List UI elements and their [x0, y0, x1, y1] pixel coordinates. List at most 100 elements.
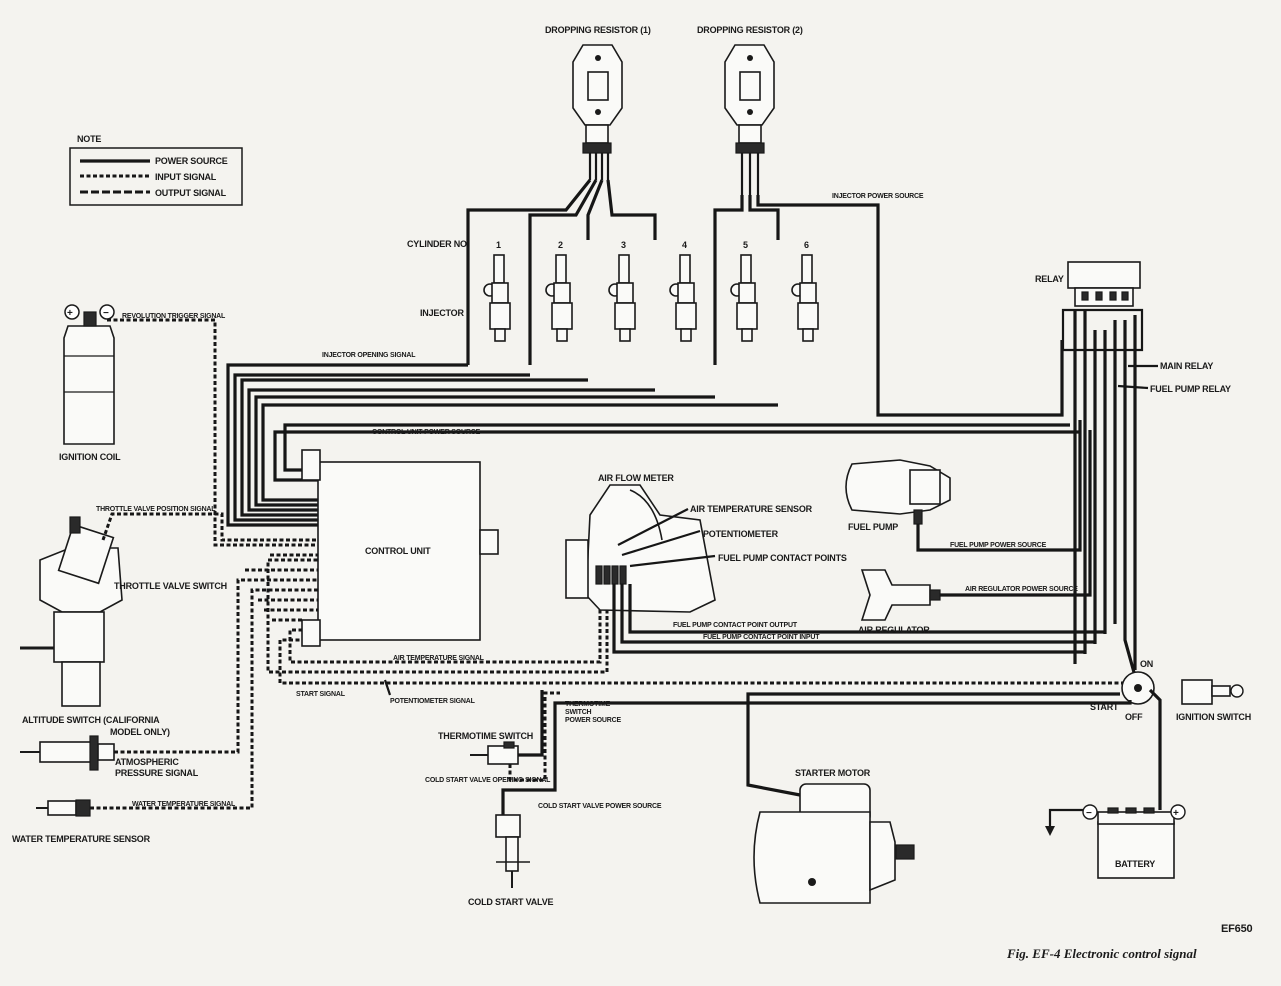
cold-start-valve-label: COLD START VALVE: [468, 897, 553, 907]
water-temp-wire: [90, 588, 318, 810]
injector-4: 4: [669, 240, 697, 342]
air-flow-meter-wires: FUEL PUMP CONTACT POINT OUTPUT FUEL PUMP…: [612, 584, 1105, 654]
main-relay-label: MAIN RELAY: [1160, 361, 1213, 371]
relay-bundle: [1073, 310, 1137, 677]
dropping-resistor-2: DROPPING RESISTOR (2): [697, 25, 803, 195]
cylinder-number-6: 6: [804, 240, 809, 250]
cylinder-no-label: CYLINDER NO: [407, 239, 467, 249]
throttle-valve-switch-label: THROTTLE VALVE SWITCH: [114, 581, 227, 591]
cold-start-power-label: COLD START VALVE POWER SOURCE: [538, 803, 662, 810]
figure-code: EF650: [1221, 923, 1252, 935]
thermotime-feed-wire: [518, 690, 544, 757]
injector-3: 3: [608, 240, 636, 342]
cold-start-opening-wire: [508, 691, 560, 782]
air-regulator-power-label: AIR REGULATOR POWER SOURCE: [965, 586, 1078, 593]
altitude-switch-label-1: ALTITUDE SWITCH (CALIFORNIA: [22, 715, 160, 725]
cylinder-number-1: 1: [496, 240, 501, 250]
throttle-position-label: THROTTLE VALVE POSITION SIGNAL: [96, 506, 216, 513]
atmospheric-label-1: ATMOSPHERIC: [115, 757, 179, 767]
control-unit: CONTROL UNIT: [301, 449, 499, 647]
throttle-signal-wire: [101, 512, 318, 542]
battery-plus-icon: +: [1173, 808, 1179, 819]
fuel-pump-contact-points-label: FUEL PUMP CONTACT POINTS: [718, 553, 847, 563]
legend-power-label: POWER SOURCE: [155, 156, 228, 166]
dropping-resistor-1-label: DROPPING RESISTOR (1): [545, 25, 651, 35]
injector-1: 1: [483, 240, 511, 342]
control-unit-input-dashes: [245, 553, 318, 622]
lower-signals: AIR TEMPERATURE SIGNAL START SIGNAL POTE…: [266, 558, 1125, 705]
revolution-trigger-label: REVOLUTION TRIGGER SIGNAL: [122, 313, 226, 320]
legend: NOTE POWER SOURCE INPUT SIGNAL OUTPUT SI…: [69, 134, 243, 206]
fp-contact-output-label: FUEL PUMP CONTACT POINT OUTPUT: [673, 622, 798, 629]
control-unit-label: CONTROL UNIT: [365, 546, 431, 556]
potentiometer-signal-label: POTENTIOMETER SIGNAL: [390, 698, 476, 705]
ignition-off-label: OFF: [1125, 712, 1143, 722]
thermotime-power-label-2: SWITCH: [565, 709, 592, 716]
battery: BATTERY − +: [1045, 804, 1186, 879]
water-temp-sensor-label: WATER TEMPERATURE SENSOR: [12, 834, 151, 844]
injector-harness: INJECTOR POWER SOURCE: [466, 179, 1064, 417]
air-regulator: AIR REGULATOR: [858, 569, 941, 635]
start-signal-label: START SIGNAL: [296, 691, 346, 698]
atmospheric-label-2: PRESSURE SIGNAL: [115, 768, 199, 778]
battery-minus-icon: −: [1086, 808, 1092, 819]
ignition-switch-key: IGNITION SWITCH: [1176, 679, 1251, 722]
air-flow-meter-label: AIR FLOW METER: [598, 473, 674, 483]
injector-2: 2: [545, 240, 573, 342]
water-temp-signal-label: WATER TEMPERATURE SIGNAL: [132, 801, 236, 808]
ignition-switch-label: IGNITION SWITCH: [1176, 712, 1251, 722]
cold-start-opening-label: COLD START VALVE OPENING SIGNAL: [425, 777, 551, 784]
altitude-switch: [20, 735, 115, 771]
coil-minus-icon: −: [103, 308, 109, 319]
cylinder-number-4: 4: [682, 240, 687, 250]
ground-arrow-icon: [1045, 826, 1055, 836]
battery-label: BATTERY: [1115, 859, 1155, 869]
legend-output-label: OUTPUT SIGNAL: [155, 188, 227, 198]
battery-positive-wire: [1148, 688, 1162, 810]
thermotime-power-wire: [630, 700, 1132, 705]
ignition-coil: + − IGNITION COIL: [59, 304, 121, 462]
figure-caption: Fig. EF-4 Electronic control signal: [1006, 946, 1197, 961]
fuel-pump: FUEL PUMP: [845, 459, 951, 532]
legend-title: NOTE: [77, 134, 101, 144]
cold-start-power-wire: [501, 701, 630, 815]
control-unit-power-label: CONTROL UNIT POWER SOURCE: [372, 429, 481, 436]
cold-start-valve: COLD START VALVE: [468, 814, 554, 907]
injector-opening-label: INJECTOR OPENING SIGNAL: [322, 352, 416, 359]
ignition-coil-label: IGNITION COIL: [59, 452, 121, 462]
starter-motor: STARTER MOTOR: [753, 768, 915, 904]
air-flow-meter: AIR FLOW METER AIR TEMPERATURE SENSOR PO…: [565, 473, 847, 613]
air-temp-sensor-label: AIR TEMPERATURE SENSOR: [690, 504, 813, 514]
cylinder-number-2: 2: [558, 240, 563, 250]
injector-6: 6: [791, 240, 819, 342]
injector-power-source-label: INJECTOR POWER SOURCE: [832, 193, 924, 200]
relay-label: RELAY: [1035, 274, 1064, 284]
fp-contact-input-label: FUEL PUMP CONTACT POINT INPUT: [703, 634, 820, 641]
fuel-pump-label: FUEL PUMP: [848, 522, 898, 532]
fuel-pump-relay-label: FUEL PUMP RELAY: [1150, 384, 1231, 394]
injector-row: 1 2 3 4 5 6: [483, 240, 819, 342]
dropping-resistor-2-label: DROPPING RESISTOR (2): [697, 25, 803, 35]
starter-feed-wire: [746, 692, 1120, 797]
thermotime-power-label-3: POWER SOURCE: [565, 717, 621, 724]
air-regulator-power-wire: [940, 430, 1092, 597]
injector-label: INJECTOR: [420, 308, 464, 318]
relay: RELAY MAIN RELAY FUEL PUMP RELAY: [1035, 261, 1231, 394]
injector-5: 5: [730, 240, 758, 342]
atmospheric-wire: [114, 578, 318, 754]
legend-input-label: INPUT SIGNAL: [155, 172, 217, 182]
potentiometer-label: POTENTIOMETER: [703, 529, 779, 539]
air-temp-signal-label: AIR TEMPERATURE SIGNAL: [393, 655, 485, 662]
altitude-switch-label-2: MODEL ONLY): [110, 727, 170, 737]
fuel-pump-power-label: FUEL PUMP POWER SOURCE: [950, 542, 1047, 549]
ignition-on-label: ON: [1140, 659, 1153, 669]
air-regulator-label: AIR REGULATOR: [858, 625, 930, 635]
throttle-valve-switch: THROTTLE VALVE SWITCH THROTTLE VALVE POS…: [20, 506, 227, 707]
dropping-resistor-1: DROPPING RESISTOR (1): [545, 25, 651, 180]
cylinder-number-5: 5: [743, 240, 748, 250]
revolution-trigger-wire: [107, 318, 318, 547]
thermotime-switch-label: THERMOTIME SWITCH: [438, 731, 533, 741]
ignition-switch-symbol: ON START OFF: [1090, 659, 1155, 722]
fuel-pump-power-wire: [916, 420, 1082, 552]
